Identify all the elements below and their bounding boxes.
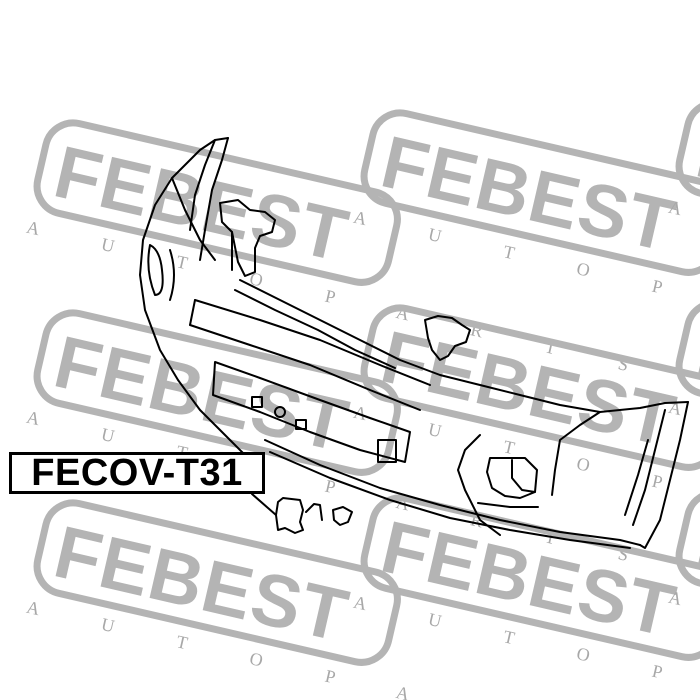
bumper-right-contour xyxy=(551,411,601,496)
left-fog-lamp-recess xyxy=(147,244,164,296)
grille-upper-line xyxy=(194,299,431,386)
right-fog-lamp-recess xyxy=(486,457,538,499)
left-mounting-bracket xyxy=(219,199,276,277)
license-plate-recess xyxy=(212,361,411,463)
center-mounting-bracket xyxy=(424,315,471,361)
tow-hook-cover-part xyxy=(275,497,304,534)
bumper-right-crease-2 xyxy=(624,439,649,516)
bumper-right-lower-contour xyxy=(457,434,501,536)
bumper-right-outline xyxy=(639,401,689,549)
bumper-left-inner-edge xyxy=(199,137,229,261)
bumper-top-edge xyxy=(239,279,689,413)
part-number-label: FECOV-T31 xyxy=(31,452,243,494)
bumper-lower-lip-inner xyxy=(269,451,631,549)
left-fog-lamp-line xyxy=(169,249,175,301)
bumper-left-crease xyxy=(171,177,216,261)
part-number-callout: FECOV-T31 xyxy=(9,452,265,494)
bumper-top-edge-inner xyxy=(234,289,396,369)
grille-left-end xyxy=(189,299,196,326)
label-leader-line xyxy=(251,493,277,516)
plate-hole-left xyxy=(251,396,263,408)
tow-hook-cover-recess xyxy=(377,439,397,463)
part-clip xyxy=(332,506,353,526)
grille-middle-line xyxy=(189,324,421,411)
right-fog-lamp-inner xyxy=(511,459,536,493)
plate-hole-right xyxy=(295,419,307,430)
bumper-lower-lip xyxy=(264,439,641,546)
bumper-left-inner-edge-2 xyxy=(189,139,216,231)
bumper-left-outline xyxy=(139,137,261,471)
part-clip-leader xyxy=(305,503,323,521)
bumper-right-crease xyxy=(632,409,666,526)
right-fog-lamp-line xyxy=(477,502,539,508)
plate-hole-center xyxy=(274,406,286,418)
